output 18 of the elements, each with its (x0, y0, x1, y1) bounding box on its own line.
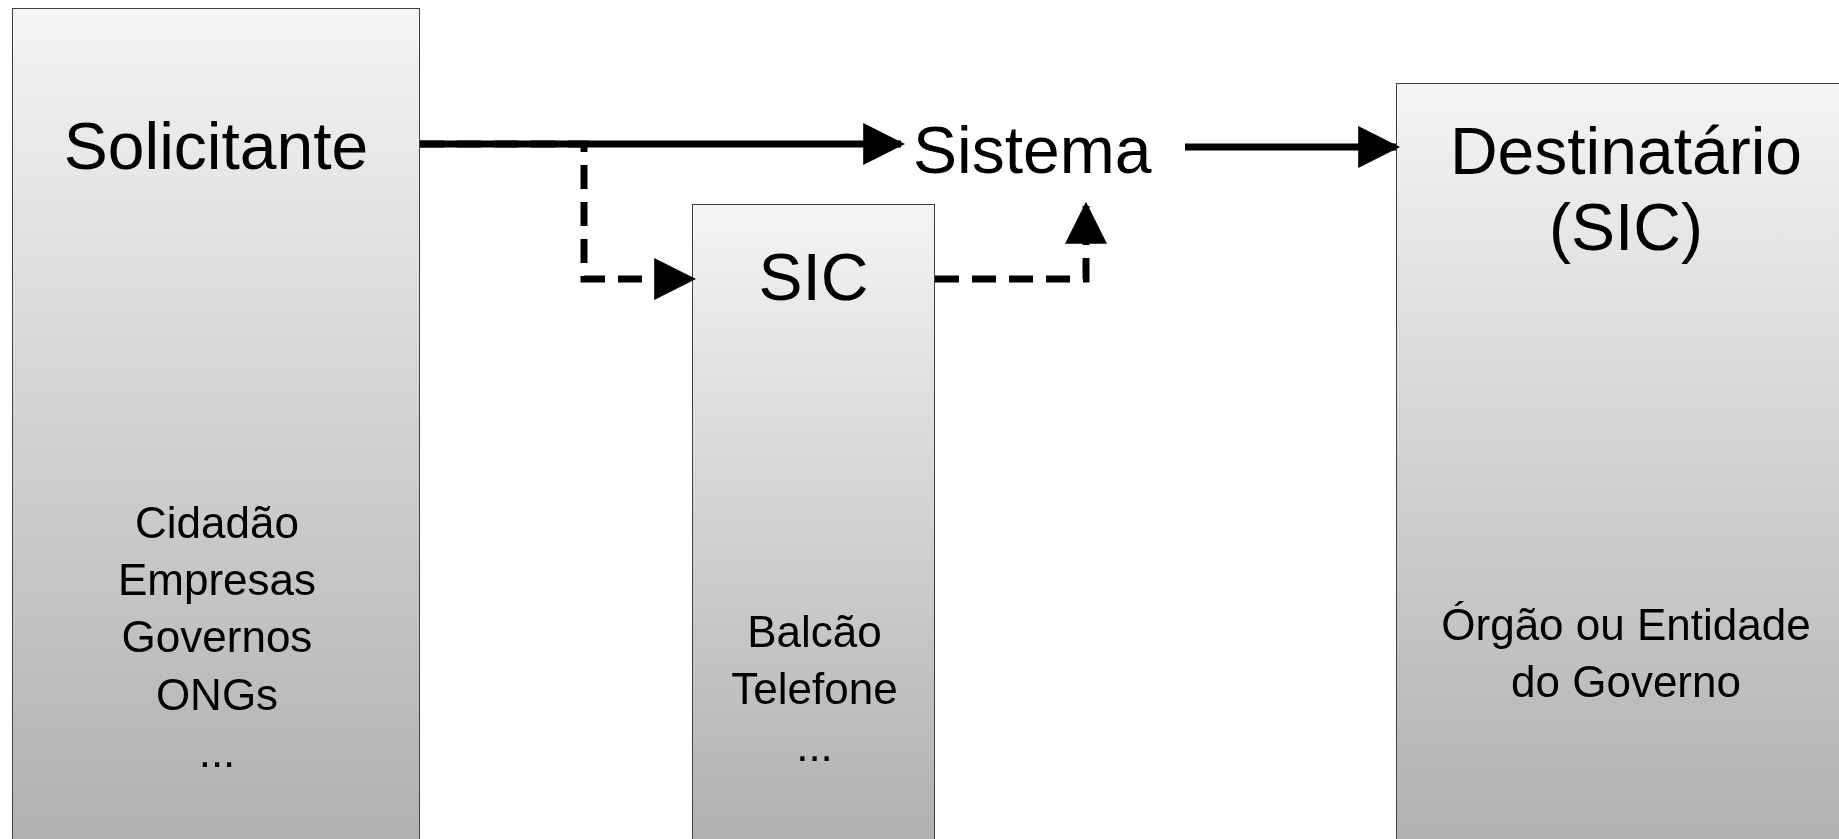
box-text: Cidadão (135, 497, 299, 549)
box-text: Governos (121, 611, 313, 664)
box-text: ... (198, 725, 236, 778)
gradient-box (12, 8, 420, 839)
box-text: ... (796, 720, 833, 773)
box-text: Balcão (747, 606, 882, 658)
box-text: Empresas (117, 554, 317, 607)
arrow (420, 140, 697, 300)
gradient-box (1396, 83, 1839, 839)
box-text: Órgão ou Entidade do Governo (1440, 599, 1812, 709)
gradient-box (692, 204, 935, 839)
box-title: Sistema (912, 112, 1152, 189)
box-title: SIC (757, 240, 870, 316)
box-title: Solicitante (62, 109, 370, 185)
box-text: ONGs (155, 668, 279, 721)
arrow (935, 201, 1107, 283)
box-title: Destinatário (SIC) (1448, 114, 1804, 266)
box-text: Telefone (731, 663, 898, 716)
